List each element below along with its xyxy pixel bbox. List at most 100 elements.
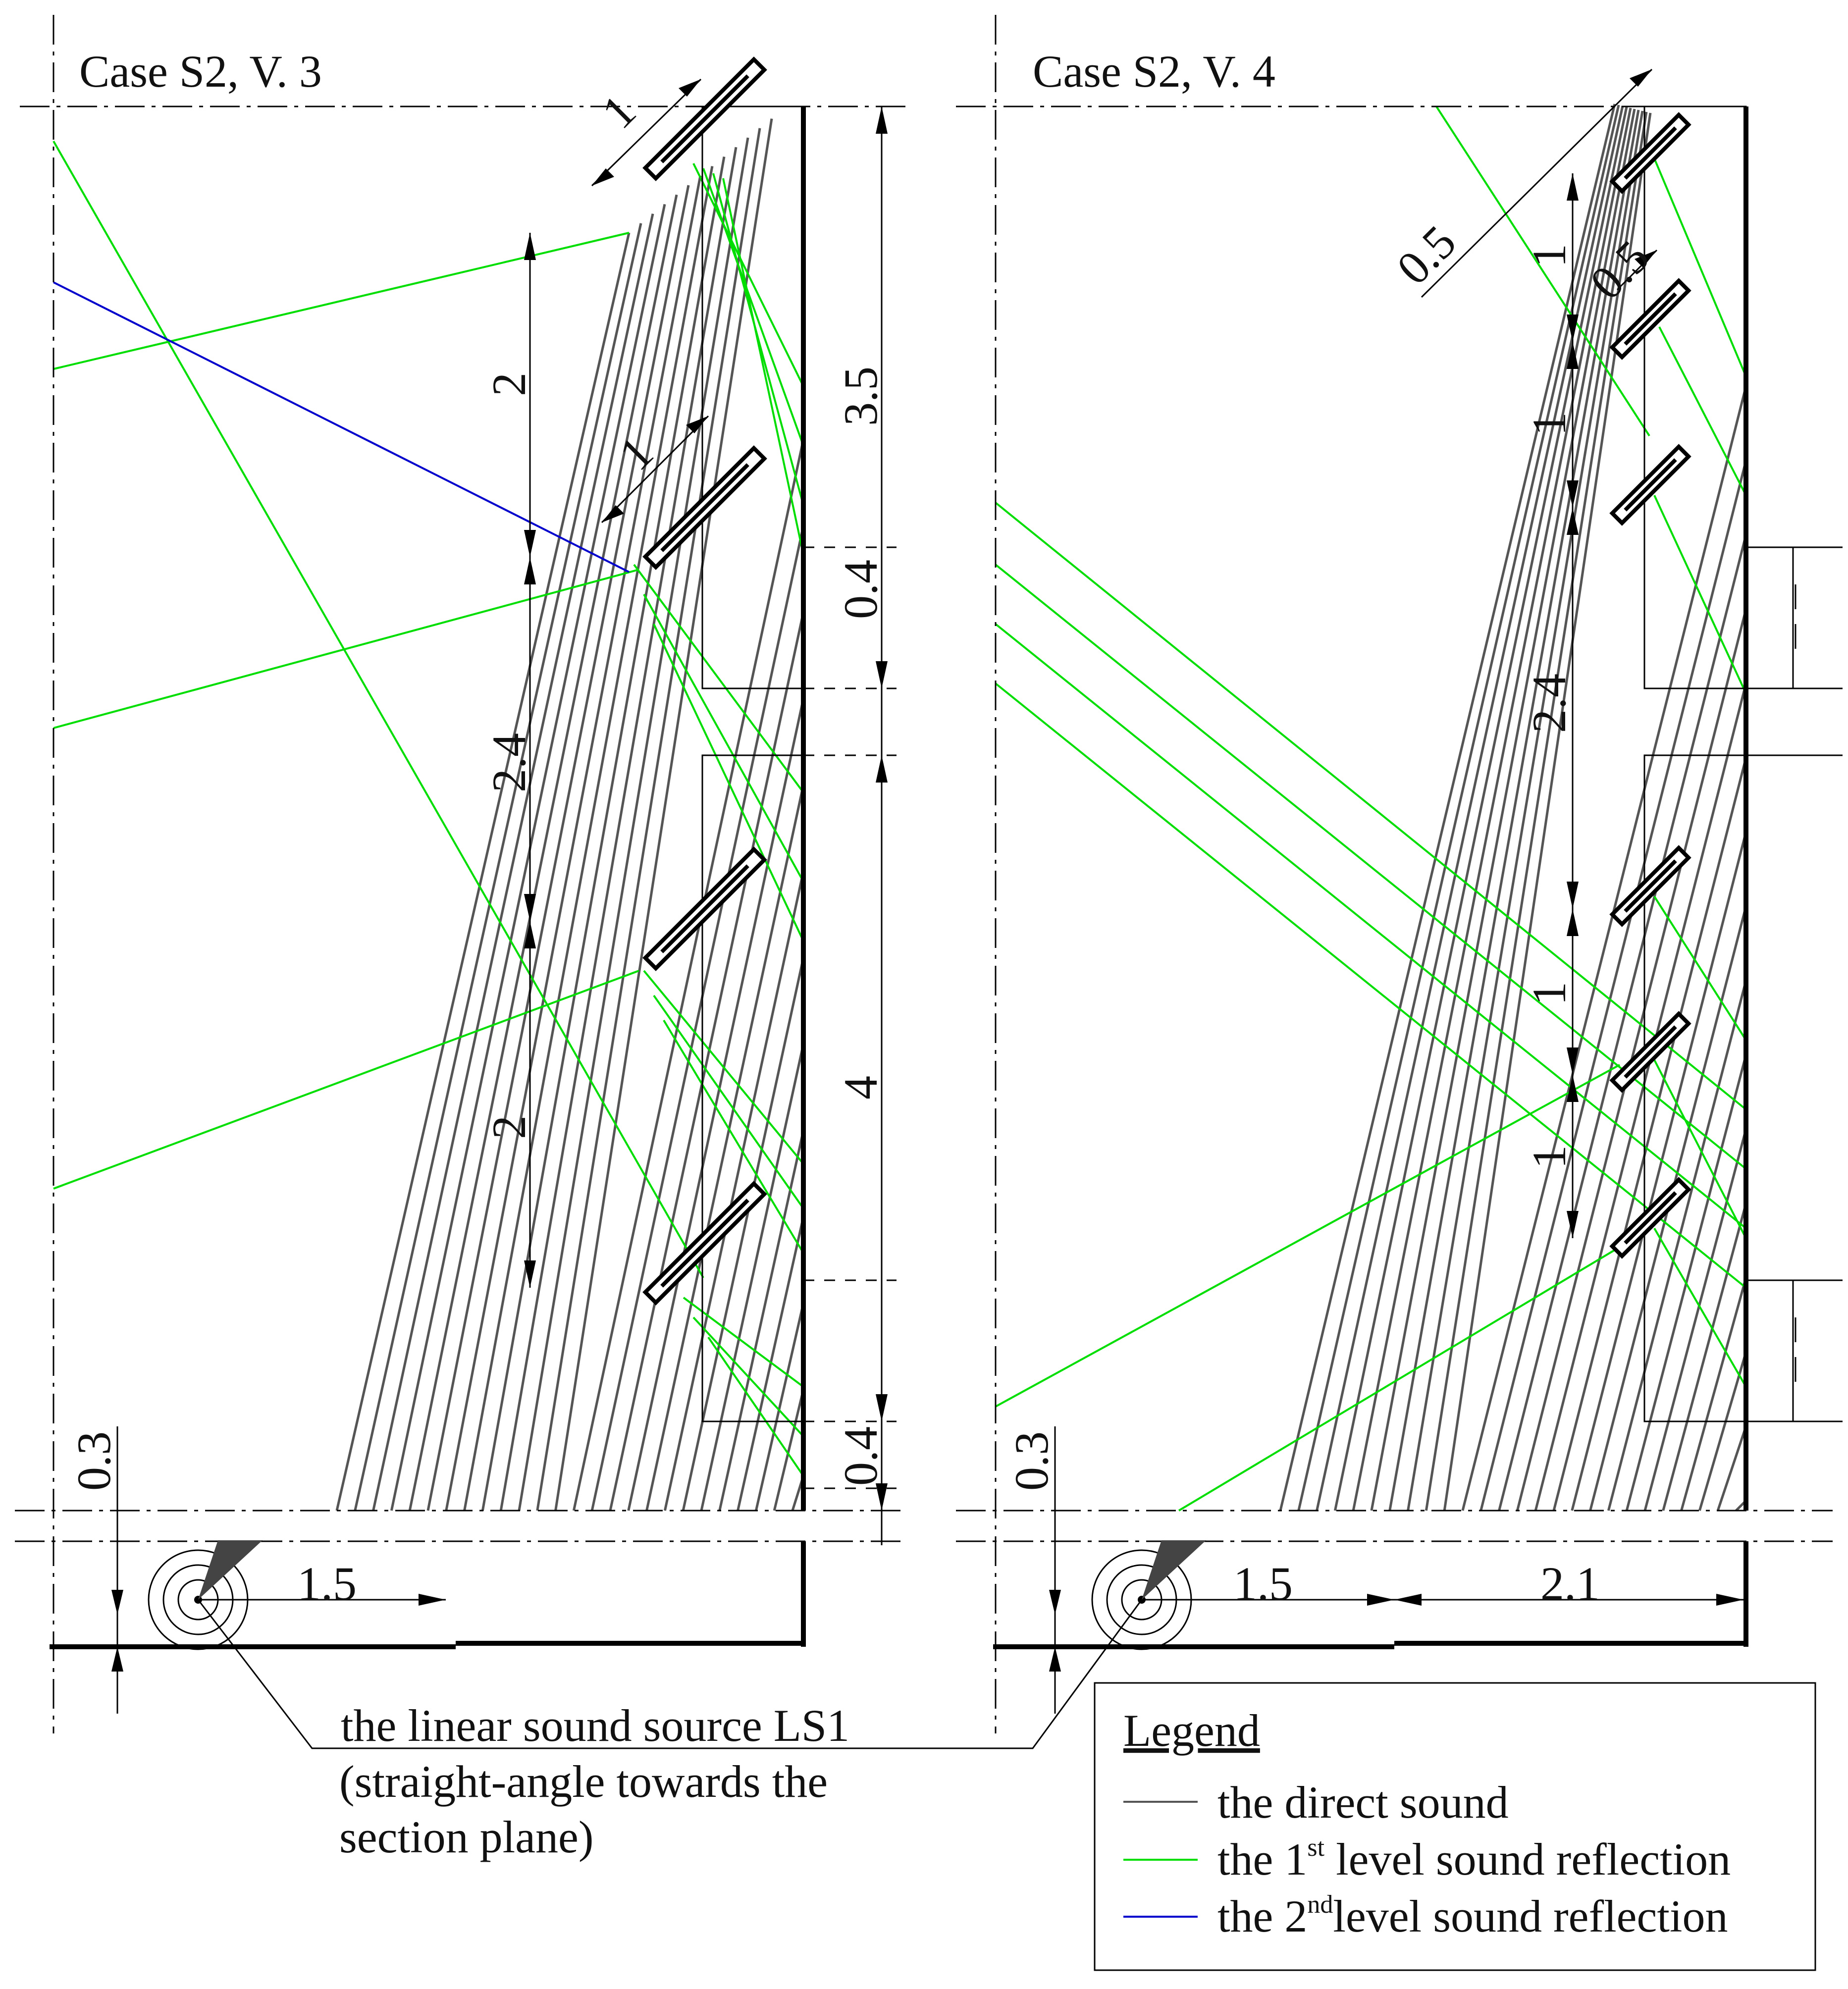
direct-ray	[518, 137, 749, 1511]
direct-ray	[408, 194, 678, 1511]
reflector-panel	[1609, 444, 1691, 526]
reflection-ray	[707, 1336, 804, 1477]
direct-sound-rays	[1279, 104, 1747, 1512]
reflector-panels	[642, 56, 767, 1306]
dimension-arrows	[111, 79, 888, 1672]
direct-ray	[590, 525, 805, 1511]
panel-title: Case S2, V. 4	[1033, 46, 1275, 97]
direct-ray	[1443, 112, 1652, 1511]
reflector-panel	[642, 445, 767, 570]
direct-ray	[481, 156, 726, 1511]
direct-ray	[1297, 105, 1620, 1511]
reflector-panel	[1609, 278, 1691, 360]
direct-ray	[1370, 108, 1636, 1511]
direct-ray	[354, 223, 642, 1511]
reflector-panel	[642, 1181, 767, 1306]
direct-ray	[1407, 110, 1644, 1511]
dim-label: 1	[1523, 1145, 1576, 1169]
direct-ray	[718, 1130, 805, 1511]
dim-label: 1	[1523, 244, 1576, 267]
panel-v3: Case S2, V. 3 1 2 1 2.4 2 3.5 0.4 4 0.4 …	[15, 15, 906, 1733]
dimension-arrows	[1049, 69, 1743, 1672]
legend-item-reflection1: the 1st level sound reflection	[1217, 1833, 1731, 1884]
reflection-ray	[1435, 105, 1650, 437]
reflector-panel	[1609, 1177, 1691, 1259]
direct-ray	[645, 785, 805, 1511]
direct-ray	[1498, 534, 1747, 1511]
direct-ray	[1698, 1352, 1747, 1511]
dim-label: 1	[1523, 412, 1576, 436]
dim-label: 0.5	[1580, 230, 1659, 310]
direct-ray	[627, 698, 805, 1511]
reflection-ray	[633, 564, 804, 793]
direct-ray	[554, 118, 773, 1511]
reflection-ray	[1653, 895, 1747, 1041]
dim-label: 2.4	[1523, 674, 1576, 733]
direct-sound-rays	[335, 118, 805, 1511]
center-lines	[956, 15, 1833, 1733]
reference-dashes	[803, 546, 897, 1489]
reflection-ray	[995, 682, 1747, 1289]
dim-label: 1.5	[1233, 1557, 1293, 1610]
reflector-panel	[1609, 1011, 1691, 1093]
dim-label: 2.4	[482, 733, 535, 792]
dim-label: 0.4	[834, 1426, 887, 1486]
reflection-ray	[692, 1316, 804, 1437]
direct-ray	[700, 1044, 805, 1511]
reflection-ray	[53, 569, 639, 729]
direct-ray	[1571, 832, 1747, 1511]
reflector-panels	[1609, 112, 1691, 1259]
reflection-ray	[643, 970, 804, 1165]
legend-item-direct: the direct sound	[1217, 1777, 1509, 1828]
reflection-ray	[1658, 326, 1747, 496]
dim-label: 0.5	[1386, 215, 1466, 295]
dim-label: 1	[1523, 982, 1576, 1005]
reflection-ray	[653, 994, 804, 1209]
direct-ray	[1662, 1203, 1747, 1511]
reflector-panel	[642, 56, 767, 181]
direct-ray	[572, 439, 805, 1511]
second-reflection-ray	[53, 281, 630, 573]
direct-ray	[445, 175, 702, 1511]
direct-ray	[499, 147, 738, 1511]
direct-ray	[463, 166, 714, 1511]
first-level-reflections	[995, 105, 1747, 1512]
panel-title: Case S2, V. 3	[79, 46, 322, 97]
direct-ray	[335, 232, 631, 1511]
direct-ray	[1643, 1129, 1747, 1511]
direct-ray	[1279, 104, 1616, 1511]
direct-ray	[737, 1216, 805, 1511]
reflection-ray	[663, 1019, 804, 1254]
reflector-panel	[1609, 845, 1691, 927]
reflection-ray	[722, 178, 804, 555]
direct-ray	[1352, 107, 1632, 1511]
dim-label: 2	[482, 1115, 535, 1139]
source-label: the linear sound source LS1 (straight-an…	[339, 1700, 849, 1862]
direct-ray	[1552, 757, 1747, 1511]
direct-ray	[1479, 460, 1747, 1511]
source-leader-line	[197, 1599, 1143, 1749]
dim-label: 0.3	[1005, 1431, 1058, 1491]
reflection-ray	[53, 970, 639, 1190]
direct-ray	[536, 128, 761, 1511]
dim-label: 1	[591, 84, 646, 139]
source-label-line1: the linear sound source LS1	[341, 1700, 849, 1751]
second-level-reflections	[53, 281, 630, 573]
reflection-ray	[702, 168, 804, 446]
direct-ray	[1388, 109, 1640, 1511]
reflection-ray	[1653, 1227, 1747, 1388]
dim-label: 0.3	[67, 1431, 120, 1491]
direct-ray	[773, 1389, 805, 1511]
direct-ray	[1716, 1426, 1747, 1511]
dim-label: 3.5	[834, 366, 887, 426]
wall	[993, 105, 1843, 1649]
reflection-ray	[995, 564, 1747, 1170]
dimension-lines	[116, 78, 883, 1714]
direct-ray	[1333, 106, 1628, 1511]
reflection-ray	[995, 623, 1747, 1229]
reflection-ray	[1653, 158, 1747, 377]
legend: Legend the direct sound the 1st level so…	[1094, 1682, 1816, 1971]
legend-box	[1094, 1682, 1816, 1971]
legend-item-reflection2: the 2ndlevel sound reflection	[1217, 1890, 1728, 1941]
direct-ray	[1425, 111, 1648, 1511]
